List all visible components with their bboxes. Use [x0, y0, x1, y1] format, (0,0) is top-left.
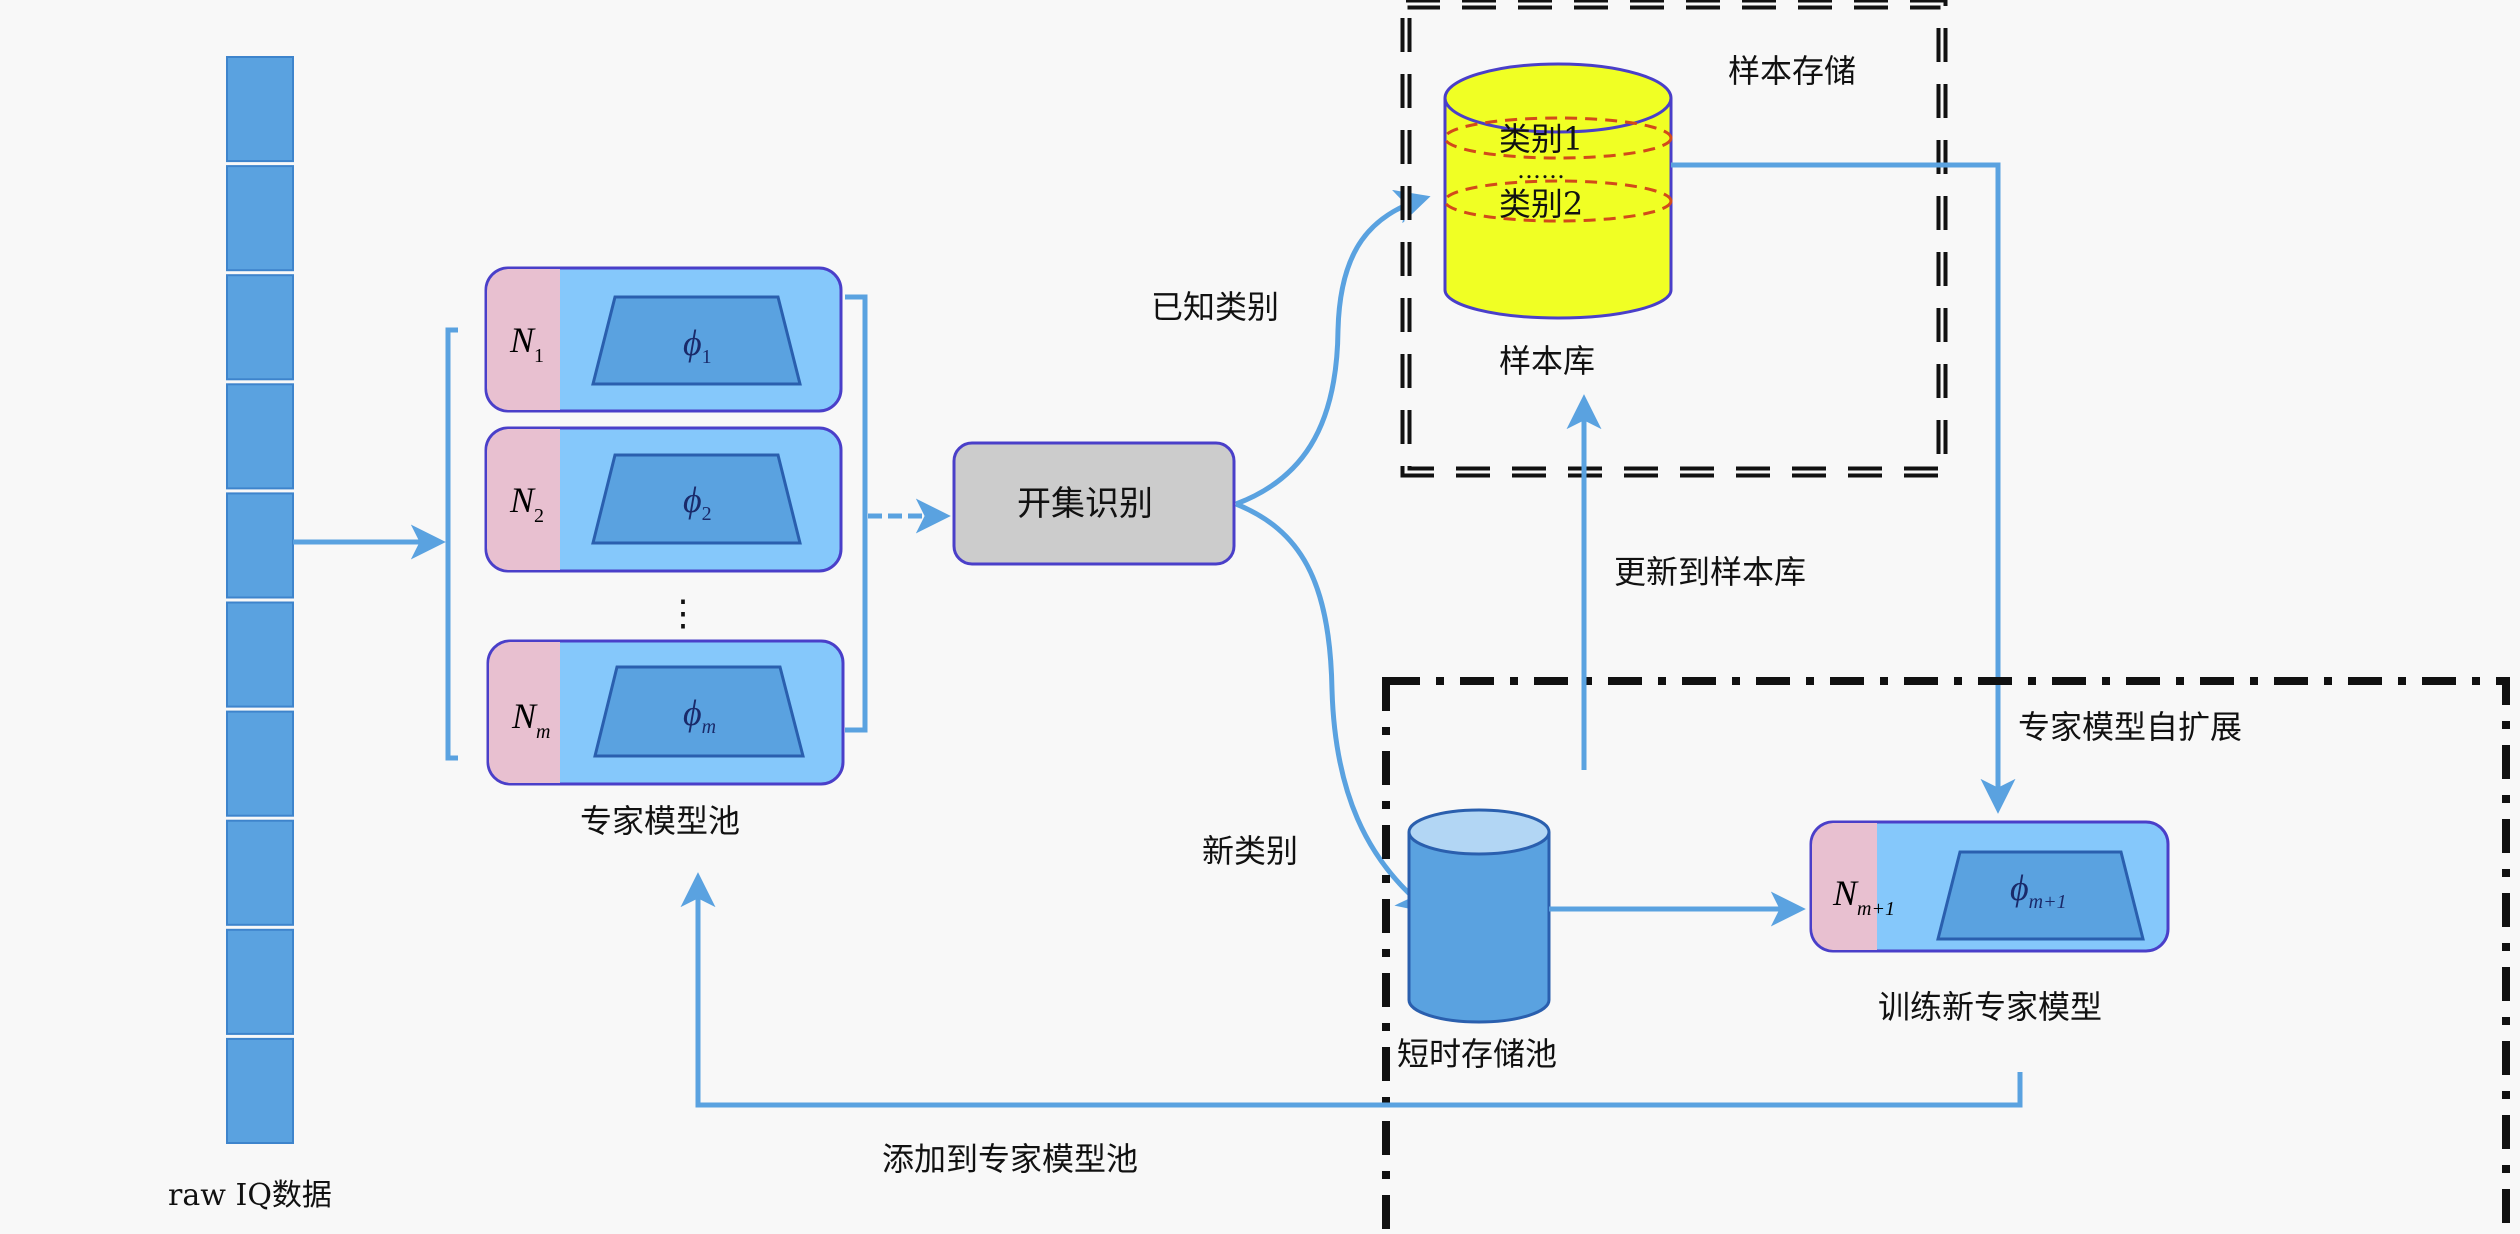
iq-block: [226, 601, 294, 708]
pool-ellipsis: ⋮: [665, 593, 701, 634]
n1-label: N1: [509, 320, 544, 367]
raw-iq-label: raw IQ数据: [168, 1178, 332, 1213]
new-class-label: 新类别: [1202, 832, 1298, 870]
iq-block: [226, 492, 294, 599]
known-class-label: 已知类别: [1151, 288, 1279, 326]
arrow-known-branch: [1235, 189, 1431, 507]
iq-block: [226, 383, 294, 490]
expert-model-1: N1 ϕ1: [484, 266, 843, 413]
self-expand-region: [1382, 677, 2510, 1234]
new-expert-model: Nm+1 ϕm+1: [1809, 820, 2170, 953]
phi1-label: ϕ1: [683, 323, 712, 368]
iq-block: [226, 710, 294, 817]
arrow-db-to-train: [1671, 162, 2016, 814]
add-to-pool-label: 添加到专家模型池: [882, 1140, 1138, 1178]
phi2-label: ϕ2: [683, 480, 712, 525]
iq-block: [226, 819, 294, 926]
phim-label: ϕm: [683, 693, 716, 738]
class-ring-2: [1443, 179, 1673, 223]
train-new-label: 训练新专家模型: [1878, 988, 2102, 1026]
open-set-recognition-box: 开集识别: [952, 441, 1236, 566]
raw-iq-data-stack: [226, 56, 294, 1145]
short-term-pool-cylinder: [1407, 808, 1551, 1024]
short-pool-label: 短时存储池: [1397, 1035, 1557, 1073]
update-db-label: 更新到样本库: [1614, 553, 1806, 591]
iq-block: [226, 165, 294, 272]
n-new-label: Nm+1: [1832, 873, 1895, 920]
arrow-new-branch: [1235, 501, 1433, 914]
class-1-label: 类别1: [1499, 120, 1583, 158]
open-set-label: 开集识别: [1017, 484, 1153, 524]
class-ring-1: [1443, 116, 1673, 160]
self-expand-label: 专家模型自扩展: [2018, 708, 2242, 746]
pool-left-bracket: [445, 327, 458, 761]
iq-block: [226, 928, 294, 1035]
iq-block: [226, 274, 294, 381]
nm-label: Nm: [511, 696, 550, 743]
class-dots: ……: [1517, 156, 1565, 184]
phi-new-label: ϕm+1: [2010, 868, 2067, 913]
pool-right-bracket: [845, 294, 868, 733]
iq-block: [226, 56, 294, 163]
sample-storage-region: [1400, 0, 1948, 478]
expert-pool-label: 专家模型池: [580, 802, 740, 840]
sample-db-cylinder: [1443, 62, 1673, 320]
expert-model-2: N2 ϕ2: [484, 426, 843, 573]
iq-block: [226, 1037, 294, 1145]
arrow-add-to-pool: [680, 872, 2023, 1108]
n2-label: N2: [509, 480, 544, 527]
sample-db-label: 样本库: [1499, 342, 1595, 380]
expert-model-m: Nm ϕm: [486, 639, 845, 786]
class-2-label: 类别2: [1499, 185, 1583, 223]
sample-storage-label: 样本存储: [1728, 52, 1856, 90]
